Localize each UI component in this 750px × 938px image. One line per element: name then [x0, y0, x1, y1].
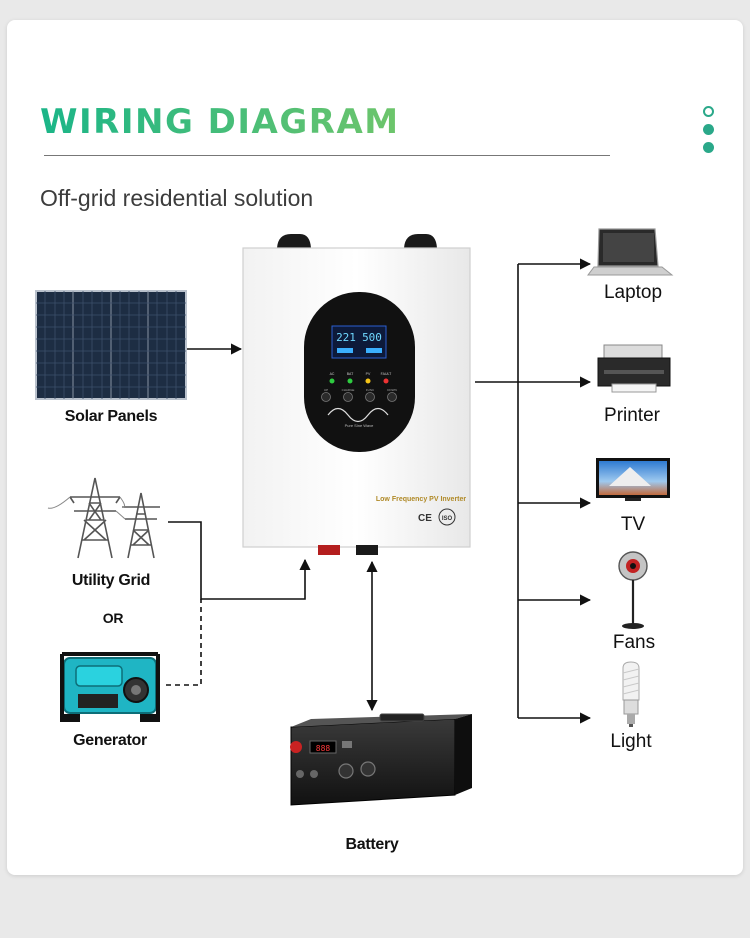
- display-right-value: 500: [362, 331, 382, 344]
- inverter-model-label: Low Frequency PV Inverter: [376, 496, 467, 503]
- indicator-label: FAULT: [381, 372, 392, 376]
- battery-label: Battery: [345, 836, 399, 853]
- light-label: Light: [610, 731, 652, 752]
- ce-mark: CE: [418, 513, 432, 524]
- fan-icon: [618, 551, 648, 629]
- iso-mark: ISO: [442, 516, 453, 522]
- button-label: FUNC: [366, 388, 375, 392]
- fans-label: Fans: [612, 632, 656, 653]
- laptop-label: Laptop: [603, 282, 663, 303]
- or-label: OR: [102, 610, 124, 626]
- solar-panels-label: Solar Panels: [64, 408, 158, 425]
- inverter-unit: 221 500 AC BAT PV FAULT UP CHARGE FUNC D…: [242, 234, 471, 555]
- generator-label: Generator: [73, 732, 147, 749]
- subtitle: Off-grid residential solution: [40, 185, 314, 211]
- connection-lines: [166, 258, 592, 724]
- page-title: WIRING DIAGRAM: [40, 102, 400, 142]
- utility-grid-label: Utility Grid: [71, 572, 151, 589]
- indicator-label: BAT: [347, 372, 354, 376]
- display-left-value: 221: [336, 331, 356, 344]
- tv-label: TV: [620, 514, 646, 535]
- hollow-dot-icon: [703, 106, 714, 117]
- battery-icon: 888: [290, 713, 472, 806]
- solar-panel-icon: [35, 290, 187, 400]
- button-label: DOWN: [387, 388, 397, 392]
- title-divider: [44, 155, 610, 156]
- power-tower-icon: [47, 477, 160, 559]
- button-label: UP: [324, 388, 328, 392]
- tv-icon: [596, 458, 670, 501]
- button-label: CHARGE: [342, 388, 355, 392]
- wave-caption: Pure Sine Wave: [345, 423, 375, 428]
- svg-text:888: 888: [316, 744, 331, 753]
- filled-dot-icon: [703, 124, 714, 135]
- laptop-icon: [587, 228, 674, 276]
- generator-icon: [60, 652, 160, 722]
- bulb-icon: [622, 661, 640, 727]
- decorative-dots: [703, 106, 714, 160]
- indicator-label: AC: [330, 372, 335, 376]
- indicator-label: PV: [366, 372, 371, 376]
- printer-label: Printer: [604, 405, 660, 426]
- filled-dot-icon: [703, 142, 714, 153]
- printer-icon: [597, 344, 671, 393]
- generator-dashed-line: [166, 599, 202, 686]
